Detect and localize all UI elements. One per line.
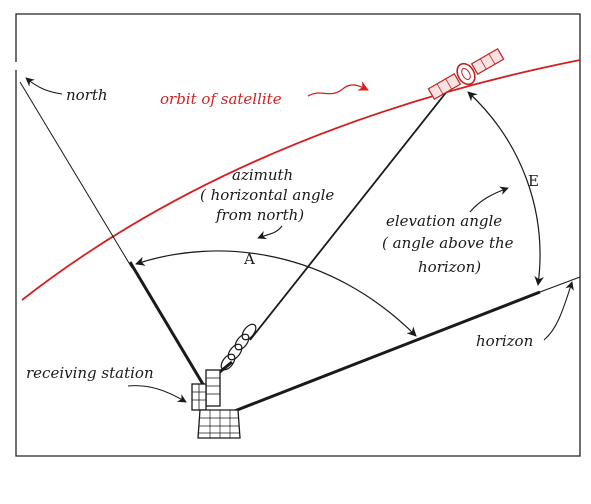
azimuth-label-pointer <box>257 225 283 240</box>
orbit-pointer <box>307 81 369 97</box>
horizon-pointer <box>543 281 574 341</box>
receiving-station-label: receiving station <box>26 364 154 382</box>
figure-frame <box>15 13 581 457</box>
azimuth-arc <box>135 250 417 337</box>
north-direction-line <box>19 81 133 269</box>
azimuth-letter: A <box>243 250 255 268</box>
orbit-label: orbit of satellite <box>160 90 282 108</box>
elevation-label-pointer <box>469 186 509 213</box>
azimuth-title: azimuth <box>232 166 293 184</box>
receiving-station-pointer <box>127 385 187 403</box>
north-pointer <box>25 77 63 95</box>
elevation-letter: E <box>528 172 539 190</box>
elevation-subtitle-line2: horizon) <box>418 258 481 276</box>
horizon-line <box>231 290 541 414</box>
satellite-icon <box>427 47 505 101</box>
north-label: north <box>66 86 108 104</box>
elevation-arc <box>467 91 544 286</box>
elevation-title: elevation angle <box>386 212 502 230</box>
azimuth-subtitle-line2: from north) <box>215 206 304 224</box>
horizon-line-extension <box>539 276 581 293</box>
azimuth-subtitle-line1: ( horizontal angle <box>200 186 334 204</box>
elevation-subtitle-line1: ( angle above the <box>382 234 514 252</box>
horizon-label: horizon <box>476 332 533 350</box>
receiving-station-icon <box>191 323 257 439</box>
satellite-orbit-curve <box>21 59 581 301</box>
